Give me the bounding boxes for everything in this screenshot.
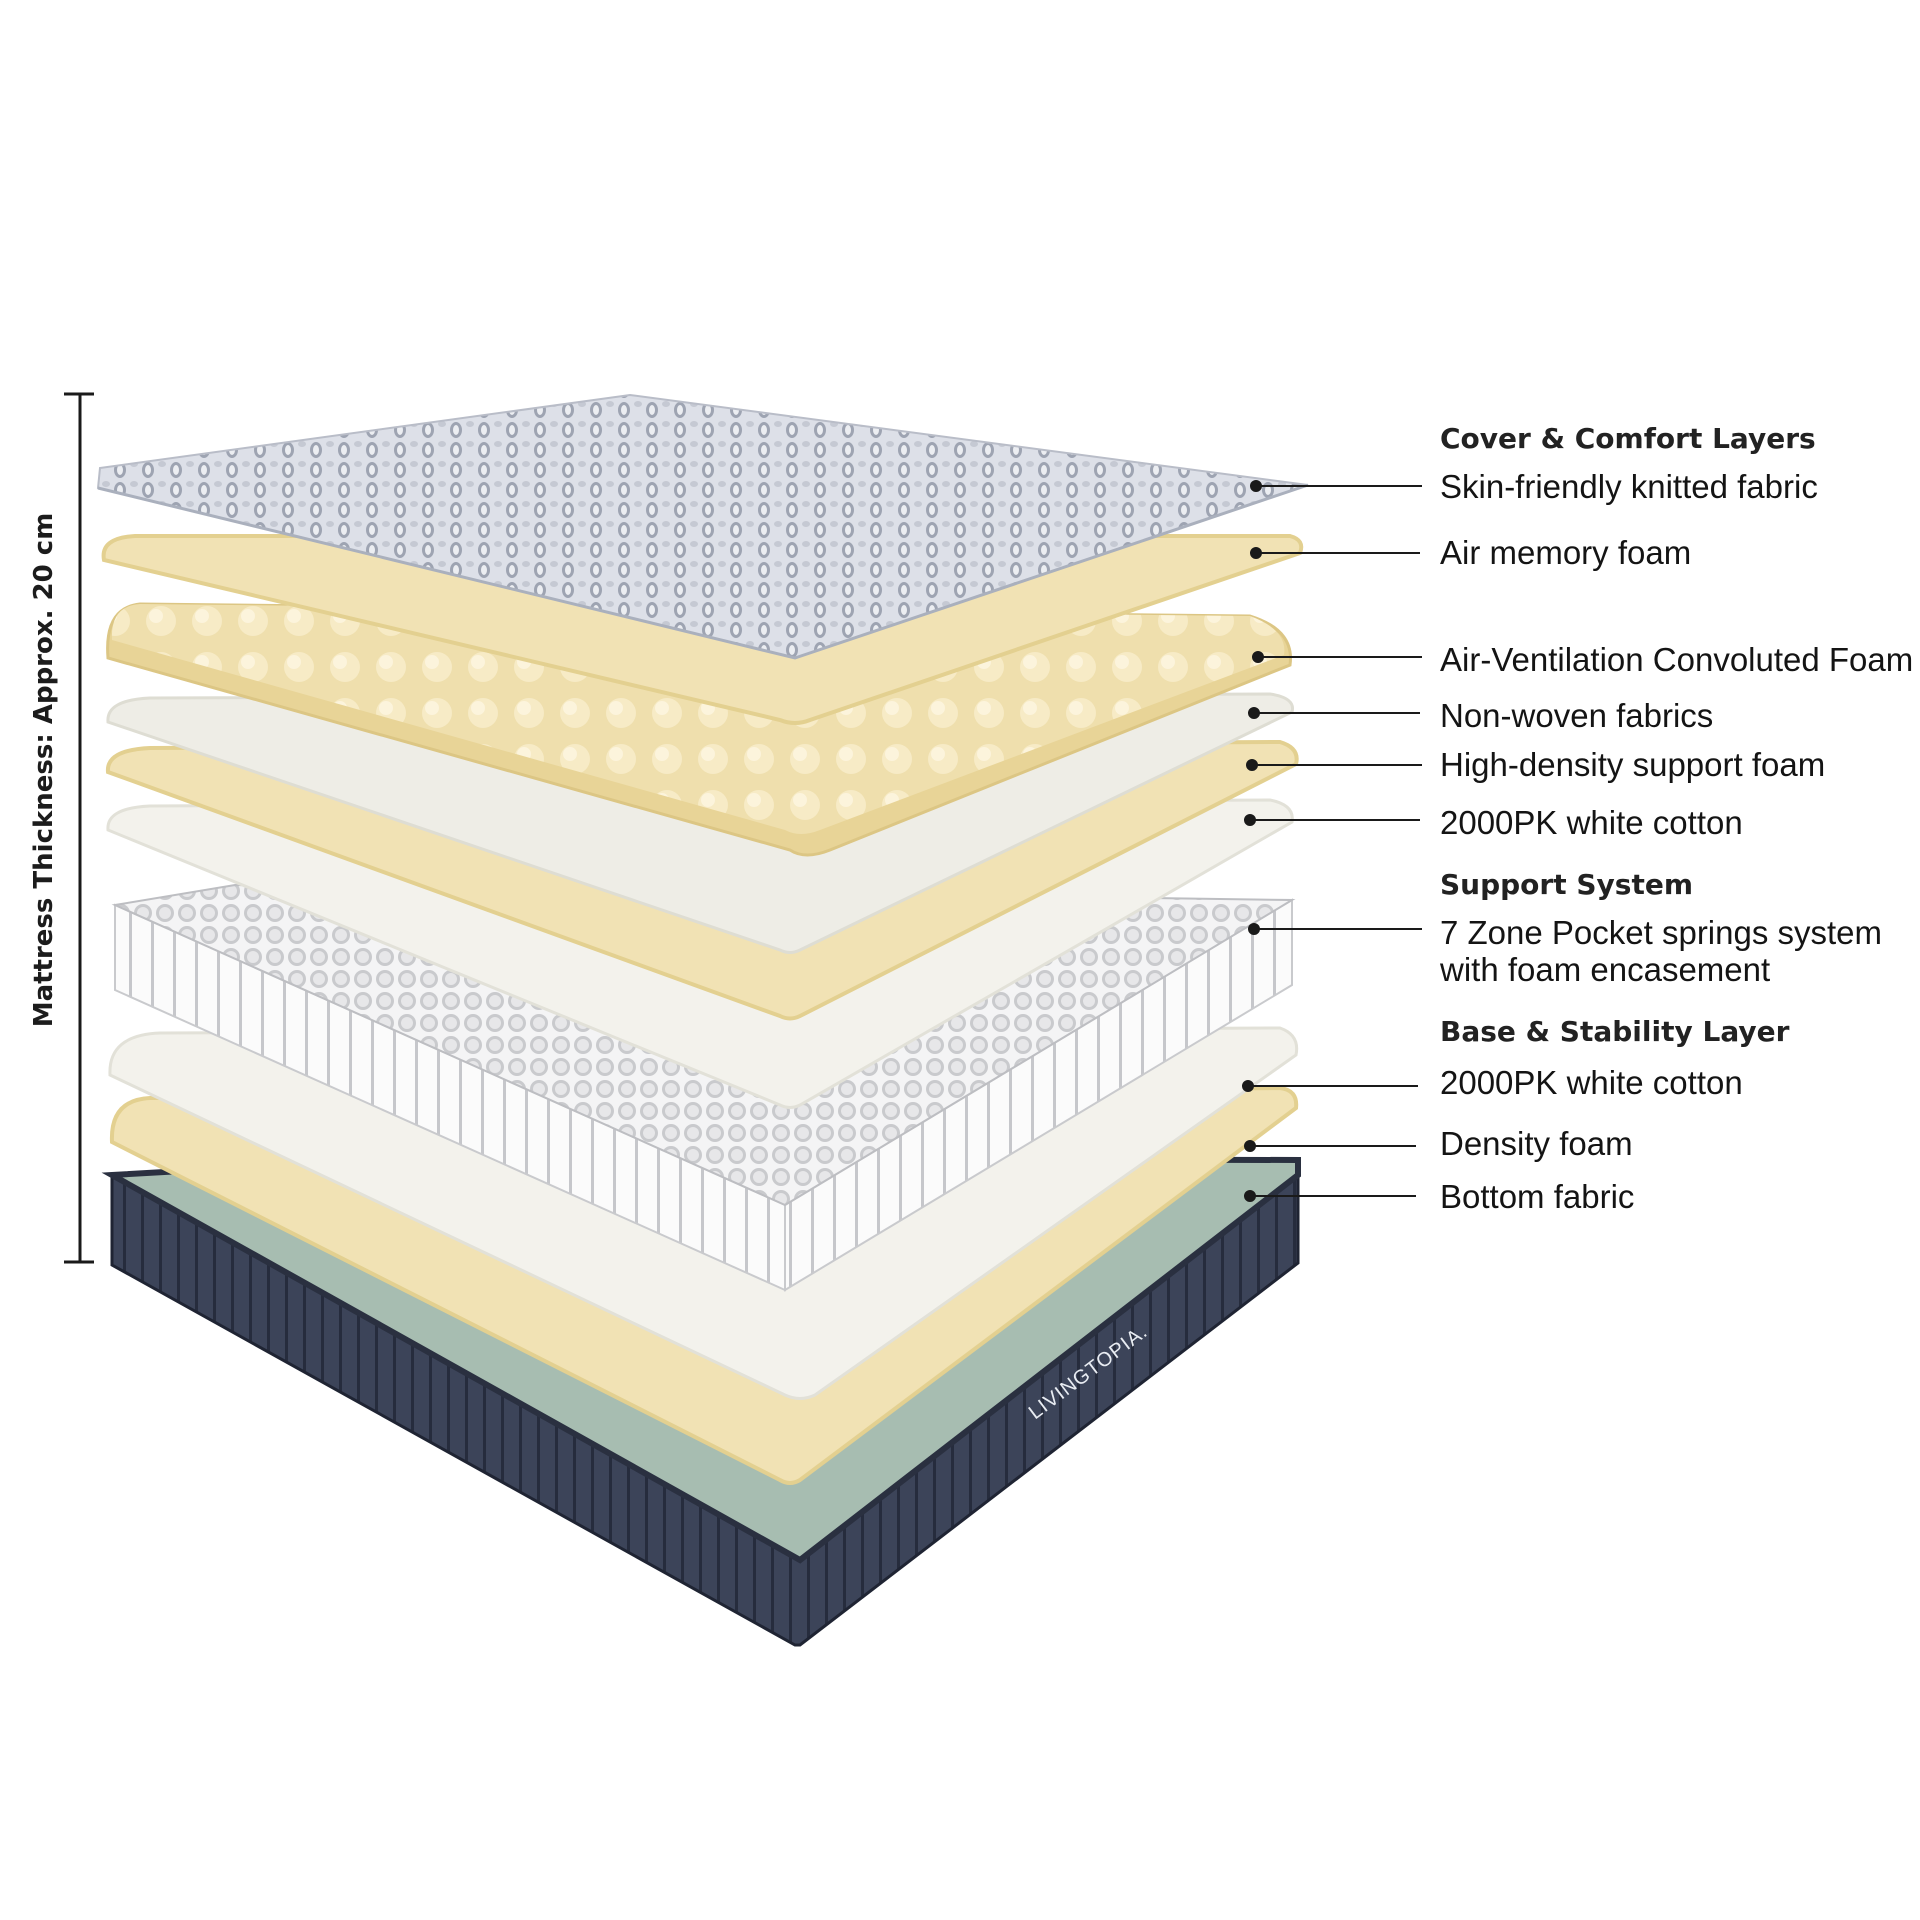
label-knitted-fabric: Skin-friendly knitted fabric — [1440, 468, 1818, 505]
label-white-cotton-top: 2000PK white cotton — [1440, 804, 1743, 841]
label-bottom-fabric: Bottom fabric — [1440, 1178, 1635, 1215]
label-non-woven: Non-woven fabrics — [1440, 697, 1714, 734]
label-white-cotton-bottom: 2000PK white cotton — [1440, 1064, 1743, 1101]
cover-comfort-heading: Cover & Comfort Layers — [1440, 422, 1816, 455]
label-density-foam: Density foam — [1440, 1125, 1633, 1162]
label-foam-encasement: with foam encasement — [1440, 951, 1771, 988]
knitted-cover-layer — [96, 393, 1309, 660]
label-pocket-springs: 7 Zone Pocket springs system — [1440, 914, 1883, 951]
convoluted-foam-layer — [106, 602, 1292, 857]
support-system-heading: Support System — [1440, 868, 1693, 901]
callout-leaders — [1242, 480, 1422, 1202]
label-high-density-foam: High-density support foam — [1440, 746, 1826, 783]
base-stability-heading: Base & Stability Layer — [1440, 1015, 1790, 1048]
label-convoluted-foam: Air-Ventilation Convoluted Foam — [1440, 641, 1914, 678]
thickness-label: Mattress Thickness: Approx. 20 cm — [29, 512, 59, 1028]
label-air-memory-foam: Air memory foam — [1440, 534, 1692, 571]
thickness-bracket — [64, 392, 94, 1264]
